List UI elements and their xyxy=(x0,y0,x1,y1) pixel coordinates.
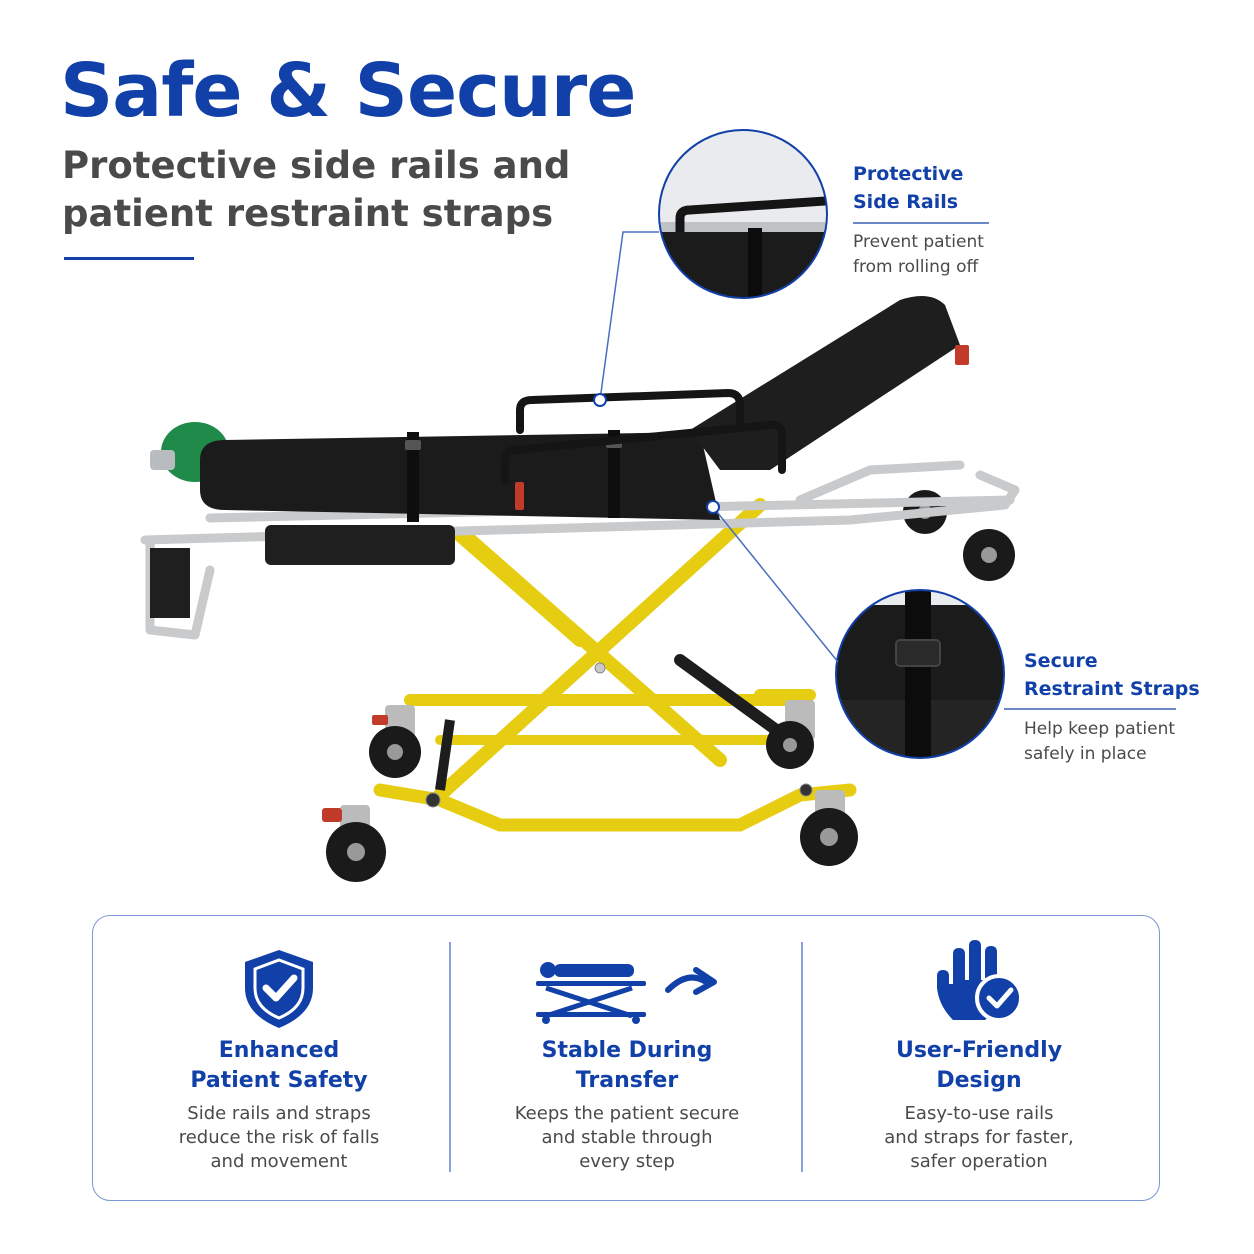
callout-leader-2 xyxy=(712,506,839,663)
callout-restraint-straps-title: Secure Restraint Straps xyxy=(1024,650,1200,700)
shield-check-icon xyxy=(245,950,313,1028)
features-panel: Enhanced Patient Safety Side rails and s… xyxy=(92,915,1160,1201)
callout-side-rails-description: Prevent patient from rolling off xyxy=(853,232,984,277)
page-title: Safe & Secure xyxy=(60,48,636,134)
page-subtitle: Protective side rails and patient restra… xyxy=(62,142,622,238)
feature-title: User-Friendly Design xyxy=(895,1038,1063,1093)
patient-transfer-icon xyxy=(536,962,717,1024)
callout-side-rails-divider xyxy=(853,222,989,224)
feature-description: Keeps the patient secure and stable thro… xyxy=(514,1103,740,1172)
feature-stable-transfer: Stable During Transfer Keeps the patient… xyxy=(451,916,803,1202)
caster-wheels xyxy=(326,490,1015,882)
callout-zoom-restraint-straps xyxy=(835,589,1005,759)
caster-brakes xyxy=(322,715,388,822)
mattress xyxy=(200,296,960,520)
title-underline xyxy=(64,257,194,260)
callout-restraint-straps-description: Help keep patient safely in place xyxy=(1024,719,1176,764)
feature-divider xyxy=(801,942,803,1172)
feature-title: Stable During Transfer xyxy=(541,1038,713,1093)
feature-title: Enhanced Patient Safety xyxy=(190,1038,368,1093)
callout-leader-1 xyxy=(599,231,659,401)
feature-user-friendly: User-Friendly Design Easy-to-use rails a… xyxy=(803,916,1155,1202)
callout-side-rails-title: Protective Side Rails xyxy=(853,163,964,213)
subtitle-line-2: patient restraint straps xyxy=(62,192,554,235)
callout-restraint-straps-divider xyxy=(1004,708,1176,710)
feature-description: Side rails and straps reduce the risk of… xyxy=(178,1103,380,1172)
feature-enhanced-safety: Enhanced Patient Safety Side rails and s… xyxy=(103,916,455,1202)
side-rails xyxy=(501,388,786,484)
side-rail-latches xyxy=(515,345,969,510)
frame-hinges xyxy=(425,662,813,808)
stretcher-illustration xyxy=(140,129,1020,882)
hand-check-icon xyxy=(937,940,1023,1022)
subtitle-line-1: Protective side rails and xyxy=(62,144,571,187)
callout-zoom-side-rails xyxy=(658,129,828,299)
feature-divider xyxy=(449,942,451,1172)
feature-description: Easy-to-use rails and straps for faster,… xyxy=(884,1103,1074,1172)
